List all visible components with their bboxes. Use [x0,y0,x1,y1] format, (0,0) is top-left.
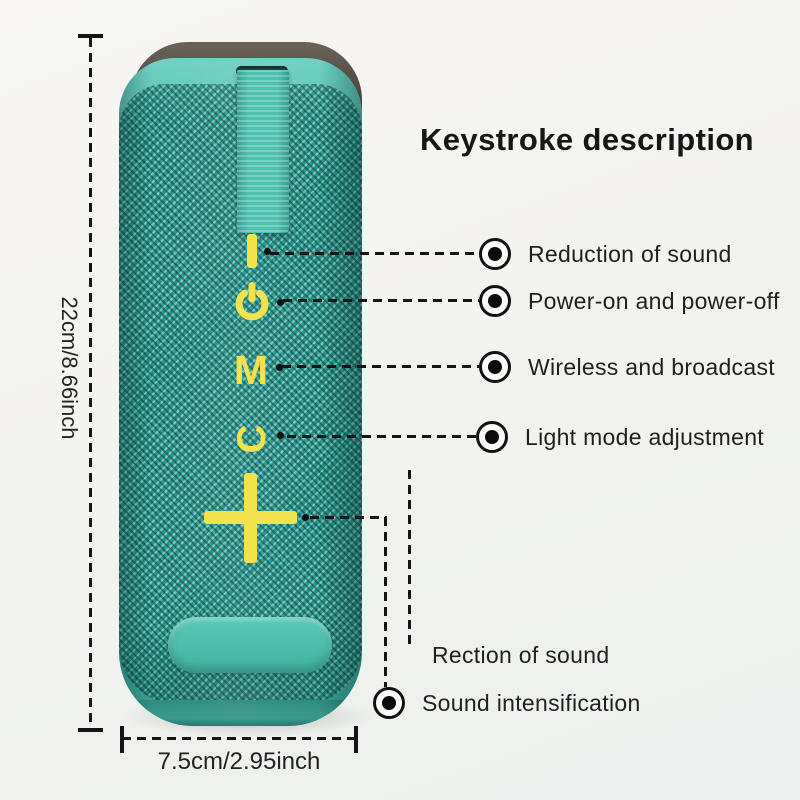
speaker-logo-badge [168,617,332,673]
dimension-tick [354,726,358,753]
c-button-icon: C [230,424,274,454]
callout-anchor-dot [276,364,283,371]
dimension-tick [78,728,103,732]
callout-label: Reduction of sound [528,240,732,267]
bullseye-icon [476,421,508,453]
callout-light-mode: Light mode adjustment [476,421,764,453]
leader-line [282,365,479,368]
callout-label: Wireless and broadcast [528,353,775,380]
height-dimension-label: 22cm/8.66inch [57,296,82,440]
callout-label: Light mode adjustment [525,423,764,450]
leader-line [283,299,479,302]
bullseye-icon [479,238,511,270]
bullseye-icon [373,687,405,719]
callout-anchor-dot [302,514,309,521]
callout-anchor-dot [277,299,284,306]
dimension-tick [120,726,124,753]
bullseye-icon [479,351,511,383]
callout-label: Power-on and power-off [528,287,780,314]
bullseye-icon [479,285,511,317]
height-dimension-line [89,38,92,730]
callout-anchor-dot [277,432,284,439]
leader-line [408,470,411,650]
callout-reduction-of-sound: Reduction of sound [479,238,732,270]
page-title: Keystroke description [420,122,755,157]
m-button-icon: M [233,347,269,393]
power-icon [235,282,269,321]
carry-strap [237,70,289,233]
callout-label: Sound intensification [422,689,641,716]
width-dimension-line [122,737,356,740]
callout-wireless-broadcast: Wireless and broadcast [479,351,775,383]
leader-line [270,252,479,255]
dimension-tick [78,34,103,38]
callout-rection-of-sound: Rection of sound [432,642,610,668]
leader-line [310,516,387,519]
callout-sound-intensification: Sound intensification [373,687,641,719]
leader-line [384,517,387,687]
leader-line [287,435,476,438]
plus-icon [244,473,257,563]
callout-anchor-dot [264,248,271,255]
width-dimension-label: 7.5cm/2.95inch [157,748,321,775]
minus-icon [247,234,257,268]
callout-power-on-off: Power-on and power-off [479,285,780,317]
speaker-base [119,700,362,726]
